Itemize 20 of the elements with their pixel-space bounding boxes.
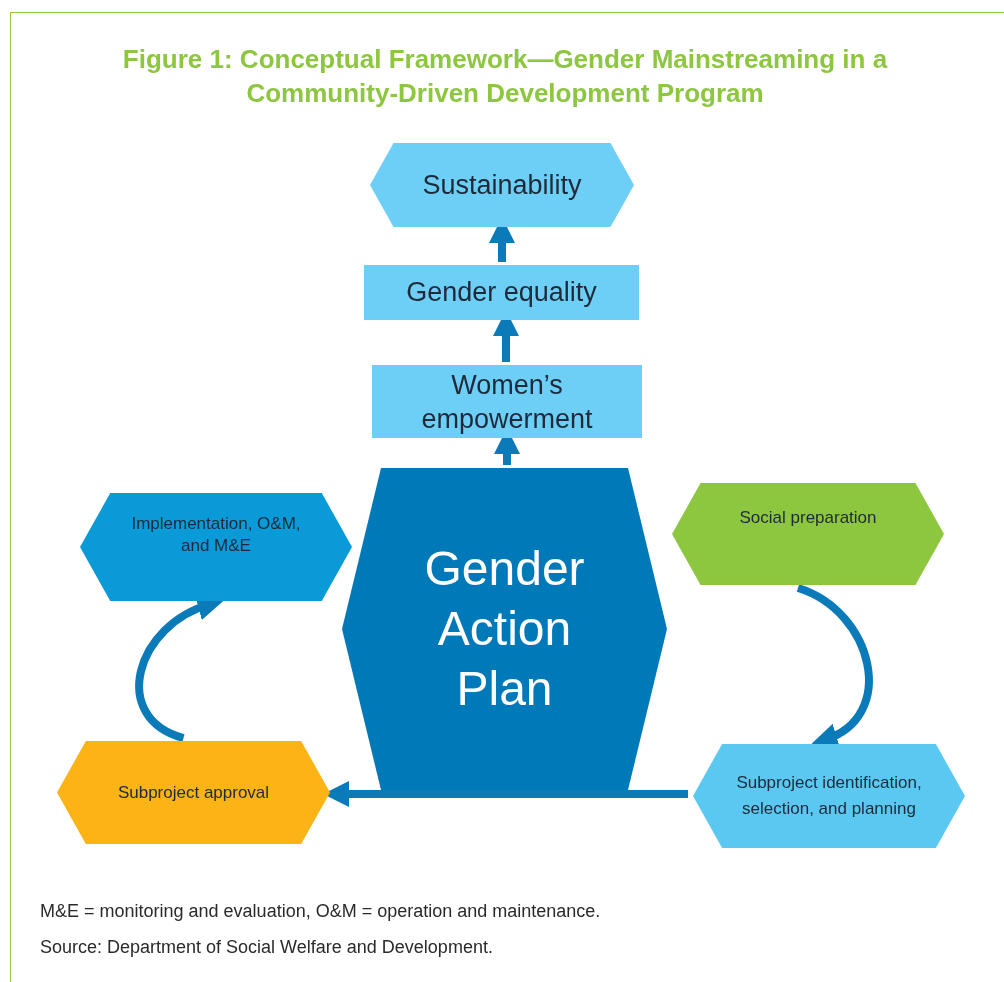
- arrow: [796, 584, 873, 747]
- node-text: Implementation, O&M, and M&E: [130, 513, 302, 557]
- hexagon-box: [672, 483, 944, 585]
- title: Figure 1: Conceptual Framework—Gender Mainstreaming in a Community-Driven Development Program: [121, 43, 889, 110]
- node-text: Gender Action Plan: [423, 541, 586, 717]
- process-box: [364, 265, 639, 320]
- process-box: [372, 365, 642, 438]
- node-text: Women’s empowerment: [420, 368, 594, 436]
- node-text: Social preparation: [739, 507, 877, 530]
- hexagon-box: [342, 468, 667, 790]
- node-text: Gender equality: [406, 276, 597, 310]
- node-text: Sustainability: [422, 168, 582, 202]
- note-text: Source: Department of Social Welfare and Development.: [40, 936, 493, 959]
- hexagon-box: [370, 143, 634, 227]
- hexagon-box: [80, 493, 352, 601]
- node-text: Subproject identification, selection, and planning: [735, 772, 923, 820]
- hexagon-box: [693, 744, 965, 848]
- hexagon-box: [57, 741, 330, 844]
- note-text: M&E = monitoring and evaluation, O&M = operation and maintenance.: [40, 900, 601, 923]
- node-text: Subproject approval: [117, 781, 270, 804]
